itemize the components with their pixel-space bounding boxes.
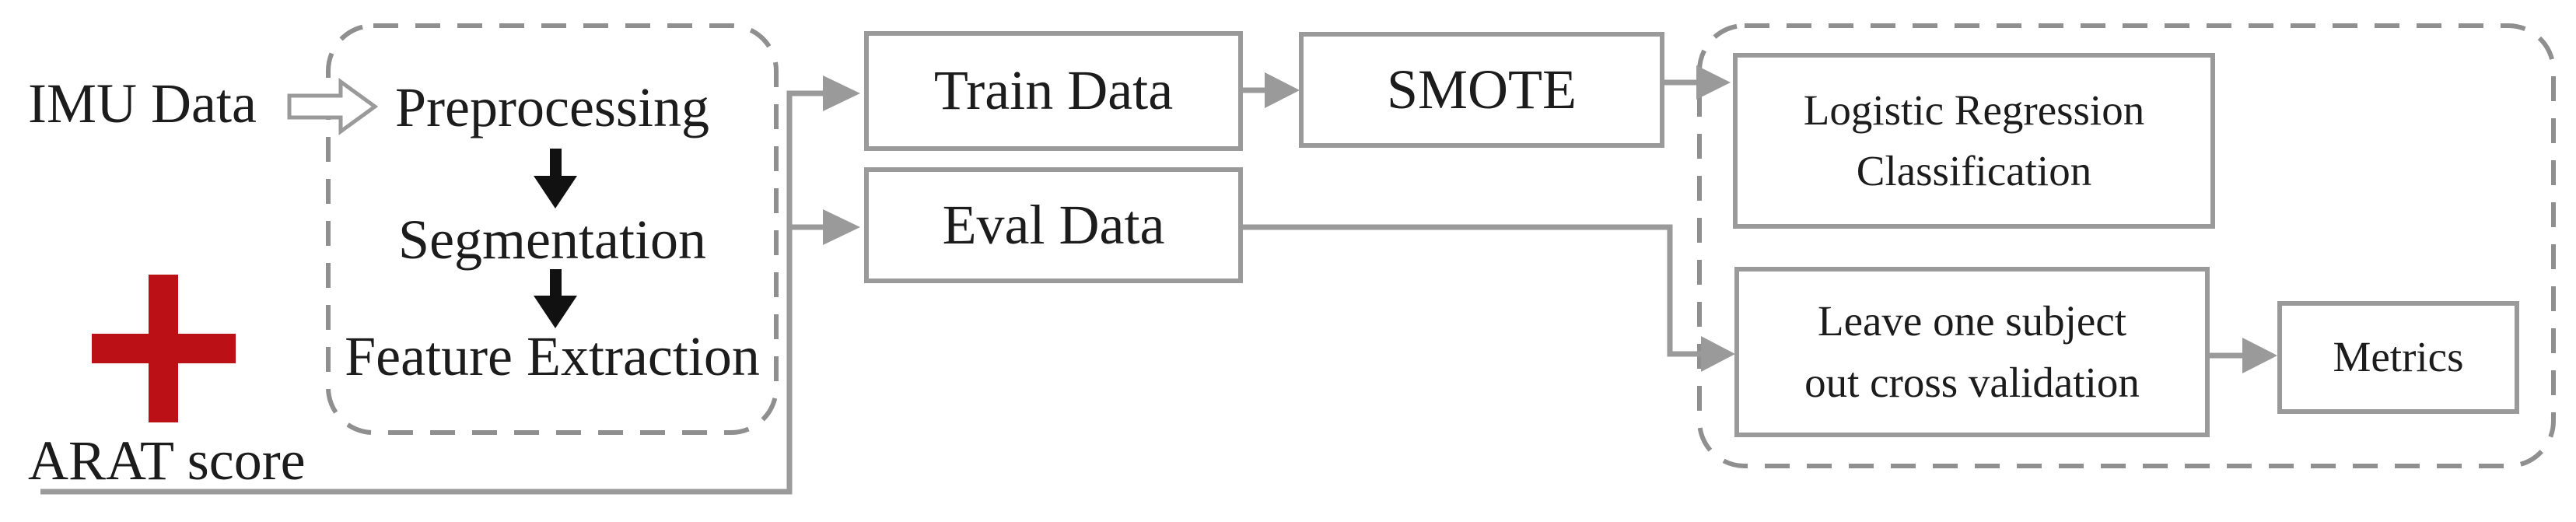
loocv-node-line2: out cross validation [1804, 358, 2140, 406]
arrowhead-to-train [823, 75, 860, 111]
segmentation-step-label: Segmentation [398, 208, 706, 271]
preprocessing-step-label: Preprocessing [395, 76, 709, 138]
plus-icon [92, 275, 236, 422]
eval-loocv-connector [1242, 224, 1703, 357]
smote-node-label: SMOTE [1386, 58, 1577, 121]
arrowhead-to-eval [823, 209, 860, 245]
smote-node: SMOTE [1299, 32, 1664, 148]
train-data-node-label: Train Data [933, 59, 1174, 122]
train-data-node: Train Data [864, 31, 1243, 151]
hollow-arrow-icon [287, 78, 379, 135]
arrowhead-to-smote [1265, 72, 1300, 108]
logistic-regression-node-line1: Logistic Regression [1803, 86, 2145, 134]
down-arrow-icon [534, 149, 577, 208]
arrowhead-to-logistic-regression [1696, 65, 1731, 100]
loocv-node-line1: Leave one subject [1817, 297, 2127, 345]
logistic-regression-node: Logistic Regression Classification [1733, 53, 2215, 229]
imu-data-label: IMU Data [28, 72, 257, 135]
arrowhead-to-metrics [2242, 338, 2277, 373]
loocv-node: Leave one subject out cross validation [1734, 267, 2210, 437]
metrics-node: Metrics [2277, 301, 2519, 414]
eval-data-node: Eval Data [864, 167, 1243, 283]
metrics-node-label: Metrics [2333, 333, 2464, 381]
down-arrow-icon [534, 269, 577, 328]
eval-data-node-label: Eval Data [942, 193, 1165, 256]
classification-stage-dashed-box [1697, 23, 2556, 468]
feature-extraction-step-label: Feature Extraction [345, 325, 760, 387]
arat-score-label: ARAT score [28, 429, 306, 492]
preprocessing-stage-dashed-box [326, 23, 779, 435]
arat-feed-connector [40, 90, 823, 495]
logistic-regression-node-line2: Classification [1856, 147, 2092, 194]
arrowhead-to-loocv [1701, 336, 1735, 372]
